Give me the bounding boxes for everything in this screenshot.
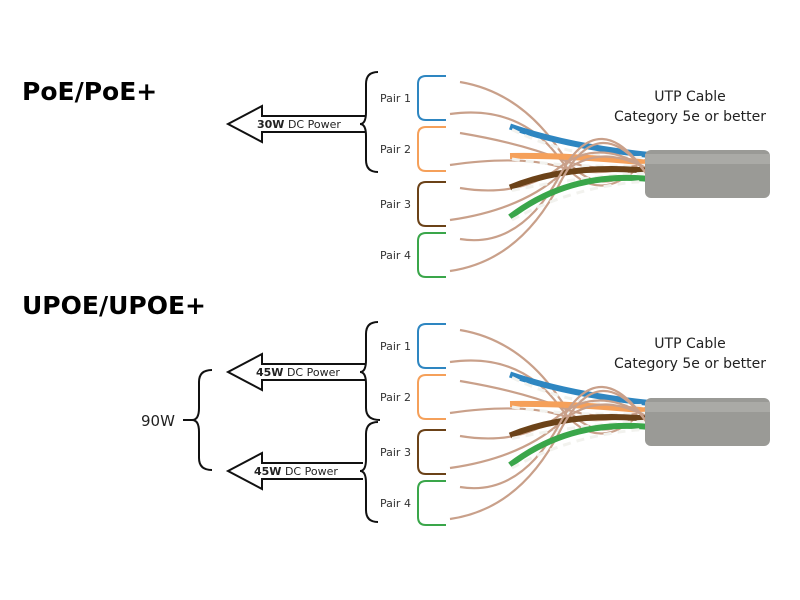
power-arrow: 30W DC Power	[225, 104, 365, 144]
power-watts: 30W	[257, 118, 284, 131]
total-power: 90W	[141, 412, 175, 430]
pair-3-twisted-wire	[508, 166, 651, 191]
total-power-brace	[191, 369, 213, 471]
pair-2-bracket	[417, 374, 446, 420]
pair-4-white-wire	[511, 179, 651, 222]
cable-category: Category 5e or better	[614, 356, 766, 372]
copper-wire	[459, 399, 651, 440]
power-label: DC Power	[288, 118, 341, 131]
copper-wire	[449, 403, 651, 470]
svg-text:45W DC Power: 45W DC Power	[256, 366, 340, 379]
pair-label: Pair 4	[380, 249, 411, 262]
poe-section: PoE/PoE+ 30W DC Power Pair 1 Pair 2 Pair 3…	[22, 71, 770, 278]
pair-3-bracket	[417, 181, 446, 227]
cable-highlight	[645, 402, 770, 412]
pairs-1-2-brace	[359, 71, 379, 173]
pair-4-twisted-wire	[508, 422, 651, 468]
svg-text:30W DC Power: 30W DC Power	[257, 118, 341, 131]
pair-3-white-wire	[511, 419, 651, 440]
pair-label: Pair 2	[380, 143, 411, 156]
copper-wire	[449, 389, 651, 521]
pair-2-bracket	[417, 126, 446, 172]
pair-2-white-wire	[511, 405, 651, 416]
pair-4-bracket	[417, 232, 446, 278]
pair-4-white-wire	[511, 427, 651, 470]
copper-wire	[459, 385, 651, 490]
pair-1-twisted-wire	[509, 371, 651, 406]
cable-label: UTP Cable	[654, 89, 725, 105]
power-arrow: 45W DC Power	[225, 451, 363, 491]
pair-label: Pair 4	[380, 497, 411, 510]
pair-1-bracket	[417, 75, 446, 121]
power-arrow: 45W DC Power	[225, 352, 365, 392]
pair-1-white-wire	[511, 376, 651, 407]
cable-category: Category 5e or better	[614, 109, 766, 125]
pair-label: Pair 3	[380, 446, 411, 459]
copper-wire	[459, 151, 651, 192]
copper-wire	[449, 155, 651, 222]
pairs-3-4-brace	[359, 421, 379, 523]
pair-4-bracket	[417, 480, 446, 526]
power-watts: 45W	[254, 465, 281, 478]
upoe-section: UPOE/UPOE+ 45W DC Power 45W DC Power 90W…	[22, 291, 770, 526]
section-title: PoE/PoE+	[22, 77, 157, 106]
copper-wire	[459, 137, 651, 242]
pair-3-bracket	[417, 429, 446, 475]
section-title: UPOE/UPOE+	[22, 291, 206, 320]
power-watts: 45W	[256, 366, 283, 379]
power-label: DC Power	[285, 465, 338, 478]
pair-3-twisted-wire	[508, 414, 651, 439]
pair-1-bracket	[417, 323, 446, 369]
svg-text:45W DC Power: 45W DC Power	[254, 465, 338, 478]
pairs-1-2-brace	[359, 321, 381, 421]
pair-1-white-wire	[511, 128, 651, 159]
pair-label: Pair 1	[380, 340, 411, 353]
pair-label: Pair 2	[380, 391, 411, 404]
pair-4-twisted-wire	[508, 174, 651, 220]
pair-3-white-wire	[511, 171, 651, 192]
pair-1-twisted-wire	[509, 123, 651, 158]
copper-wire	[449, 141, 651, 273]
cable-highlight	[645, 154, 770, 164]
pair-label: Pair 1	[380, 92, 411, 105]
pair-2-white-wire	[511, 157, 651, 168]
cable-label: UTP Cable	[654, 336, 725, 352]
power-label: DC Power	[287, 366, 340, 379]
pair-label: Pair 3	[380, 198, 411, 211]
